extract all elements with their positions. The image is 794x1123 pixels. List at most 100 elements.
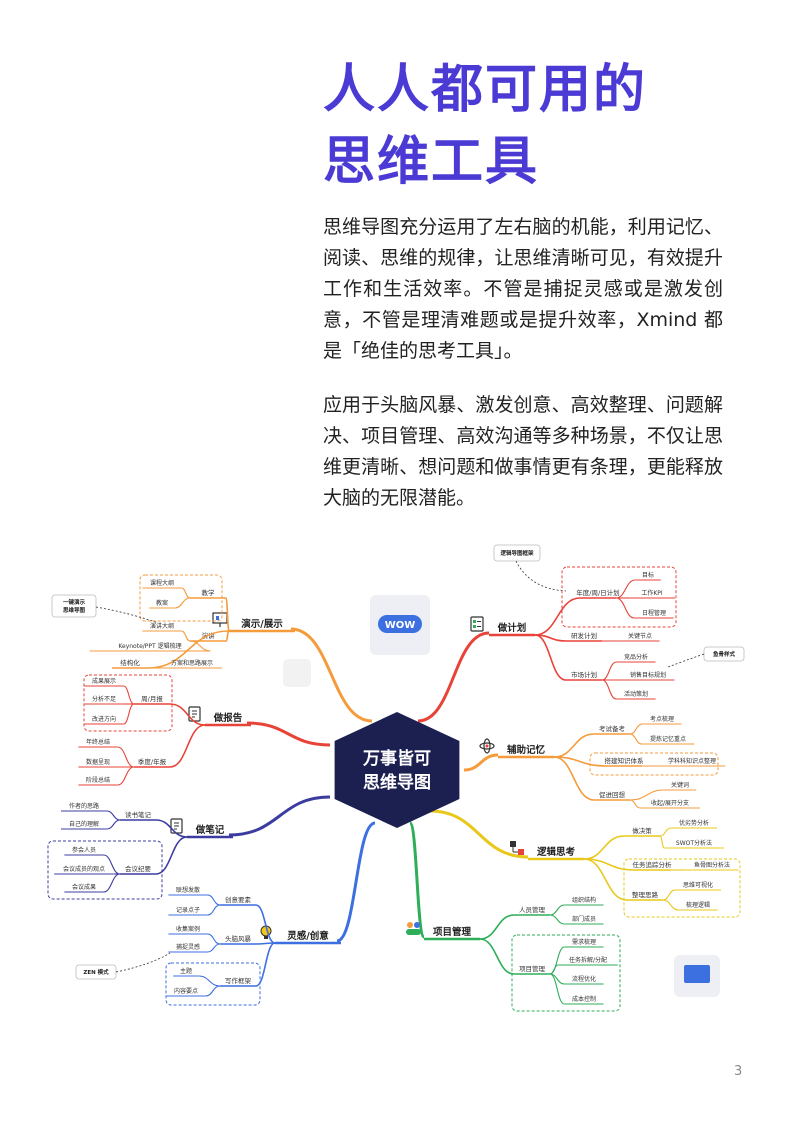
- leaf-connector: [602, 680, 616, 699]
- child-connector: [535, 635, 566, 680]
- branch-label: 做报告: [213, 712, 243, 724]
- leaf-label: 部门成员: [572, 915, 596, 923]
- child-label: 整理思路: [632, 890, 659, 899]
- leaf-connector: [118, 767, 134, 785]
- leaf-connector: [208, 905, 220, 915]
- leaf-connector: [107, 820, 120, 829]
- child-connector: [554, 734, 594, 757]
- page-number: 3: [734, 1064, 742, 1079]
- callout-zen-text: ZEN 模式: [83, 968, 109, 976]
- child-connector: [226, 631, 229, 641]
- branch-label: 做笔记: [195, 824, 225, 836]
- leaf-label: 改进方向: [92, 715, 116, 723]
- child-connector: [256, 943, 275, 986]
- leaf-label: 成果展示: [92, 677, 116, 685]
- leaf-label: 考点梳理: [650, 715, 674, 723]
- callout-logic-frame-arrow: [516, 561, 566, 591]
- leaf-label: 优劣势分析: [679, 819, 709, 827]
- leaf-label: 鱼骨图分析法: [694, 861, 730, 869]
- leaf-label: 参会人员: [72, 846, 96, 854]
- leaf-label: 提炼记忆重点: [650, 735, 686, 743]
- atom-icon: [480, 739, 494, 753]
- leaf-connector: [550, 965, 558, 974]
- leaf-label: Keynote/PPT 逻辑梳理: [118, 642, 181, 650]
- leaf-connector: [630, 790, 664, 800]
- child-label: 头脑风暴: [225, 934, 252, 943]
- checklist-icon: [471, 617, 483, 631]
- leaf-connector: [199, 976, 220, 986]
- leaf-label: 捕捉灵感: [176, 943, 200, 951]
- leaf-label: 分析不足: [92, 695, 116, 703]
- leaf-label: 竞品分析: [624, 653, 648, 661]
- branch-label: 辅助记忆: [507, 744, 546, 756]
- search-document-icon: [283, 659, 311, 687]
- leaf-label: 会议成果: [72, 883, 96, 891]
- leaf-label: 关键词: [671, 781, 689, 789]
- center-title-line-2: 思维导图: [363, 772, 431, 793]
- leaf-connector: [175, 598, 190, 608]
- leaf-label: 课程大纲: [150, 579, 174, 587]
- callout-zen-arrow: [116, 953, 170, 972]
- leaf-connector: [124, 704, 134, 724]
- leaf-connector: [208, 944, 220, 952]
- leaf-label: 会议成员的观点: [63, 865, 105, 873]
- intro-paragraph: 思维导图充分运用了左右脑的机能，利用记忆、阅读、思维的规律，让思维清晰可见，有效…: [323, 212, 723, 367]
- leaf-connector: [663, 900, 678, 910]
- leaf-label: 内容要点: [174, 987, 198, 995]
- child-label: 人员管理: [519, 905, 546, 914]
- leaf-connector: [602, 662, 616, 680]
- leaf-connector: [630, 724, 642, 734]
- child-connector: [554, 757, 606, 766]
- child-label: 研发计划: [571, 631, 597, 640]
- leaf-connector: [630, 800, 640, 808]
- child-connector: [584, 859, 627, 900]
- branch-label: 灵感/创意: [286, 930, 329, 942]
- callout-demo-text: 一键演示: [63, 598, 86, 606]
- child-label: 项目管理: [519, 964, 546, 973]
- team-icon: [406, 922, 421, 935]
- leaf-label: 数据呈现: [86, 758, 110, 766]
- child-connector: [584, 836, 624, 859]
- leaf-label: 方案和思路展示: [171, 659, 213, 667]
- title-line-1: 人人都可用的: [323, 54, 647, 126]
- leaf-label: 工作KPI: [641, 589, 663, 597]
- branch-label: 逻辑思考: [536, 846, 576, 858]
- leaf-label: 主题: [180, 967, 192, 975]
- callout-logic-frame-text: 逻辑导图框架: [500, 549, 534, 557]
- leaf-label: 活动策划: [624, 690, 648, 698]
- leaf-connector: [208, 895, 220, 905]
- leaf-connector: [663, 890, 675, 900]
- child-label: 市场计划: [571, 670, 597, 679]
- child-label: 会议纪要: [125, 864, 152, 873]
- leaf-label: 年终总结: [86, 738, 110, 746]
- laptop-screen: [684, 965, 710, 983]
- child-connector: [535, 598, 580, 635]
- frame-project: [512, 935, 620, 1011]
- child-connector: [170, 725, 205, 767]
- leaf-label: 阶段总结: [86, 776, 110, 784]
- flowchart-icon: [510, 841, 524, 855]
- leaf-label: 记录点子: [176, 906, 200, 914]
- leaf-label: 收起/展开分支: [651, 799, 689, 807]
- child-label: 年度/周/日计划: [576, 588, 619, 597]
- branch-connector-3: [337, 823, 375, 941]
- child-label: 周/月报: [141, 694, 163, 703]
- child-label: 任务追踪分析: [633, 860, 673, 869]
- leaf-connector: [107, 811, 120, 820]
- notes-icon: [171, 819, 182, 833]
- callout-fishbone-text: 鱼骨样式: [713, 650, 736, 658]
- child-label: 教学: [202, 588, 216, 597]
- leaf-label: 演讲大纲: [150, 622, 174, 630]
- child-label: 读书笔记: [125, 810, 152, 819]
- leaf-label: 教案: [156, 599, 168, 607]
- branch-connector-2: [229, 797, 330, 835]
- leaf-label: 需求梳理: [572, 938, 596, 946]
- leaf-connector: [630, 734, 642, 744]
- leaf-connector: [104, 855, 120, 874]
- leaf-connector: [206, 986, 220, 996]
- child-label: 促进回想: [599, 790, 626, 799]
- leaf-connector: [182, 631, 190, 641]
- leaf-label: 流程优化: [572, 975, 596, 983]
- child-label: 写作框架: [225, 976, 252, 985]
